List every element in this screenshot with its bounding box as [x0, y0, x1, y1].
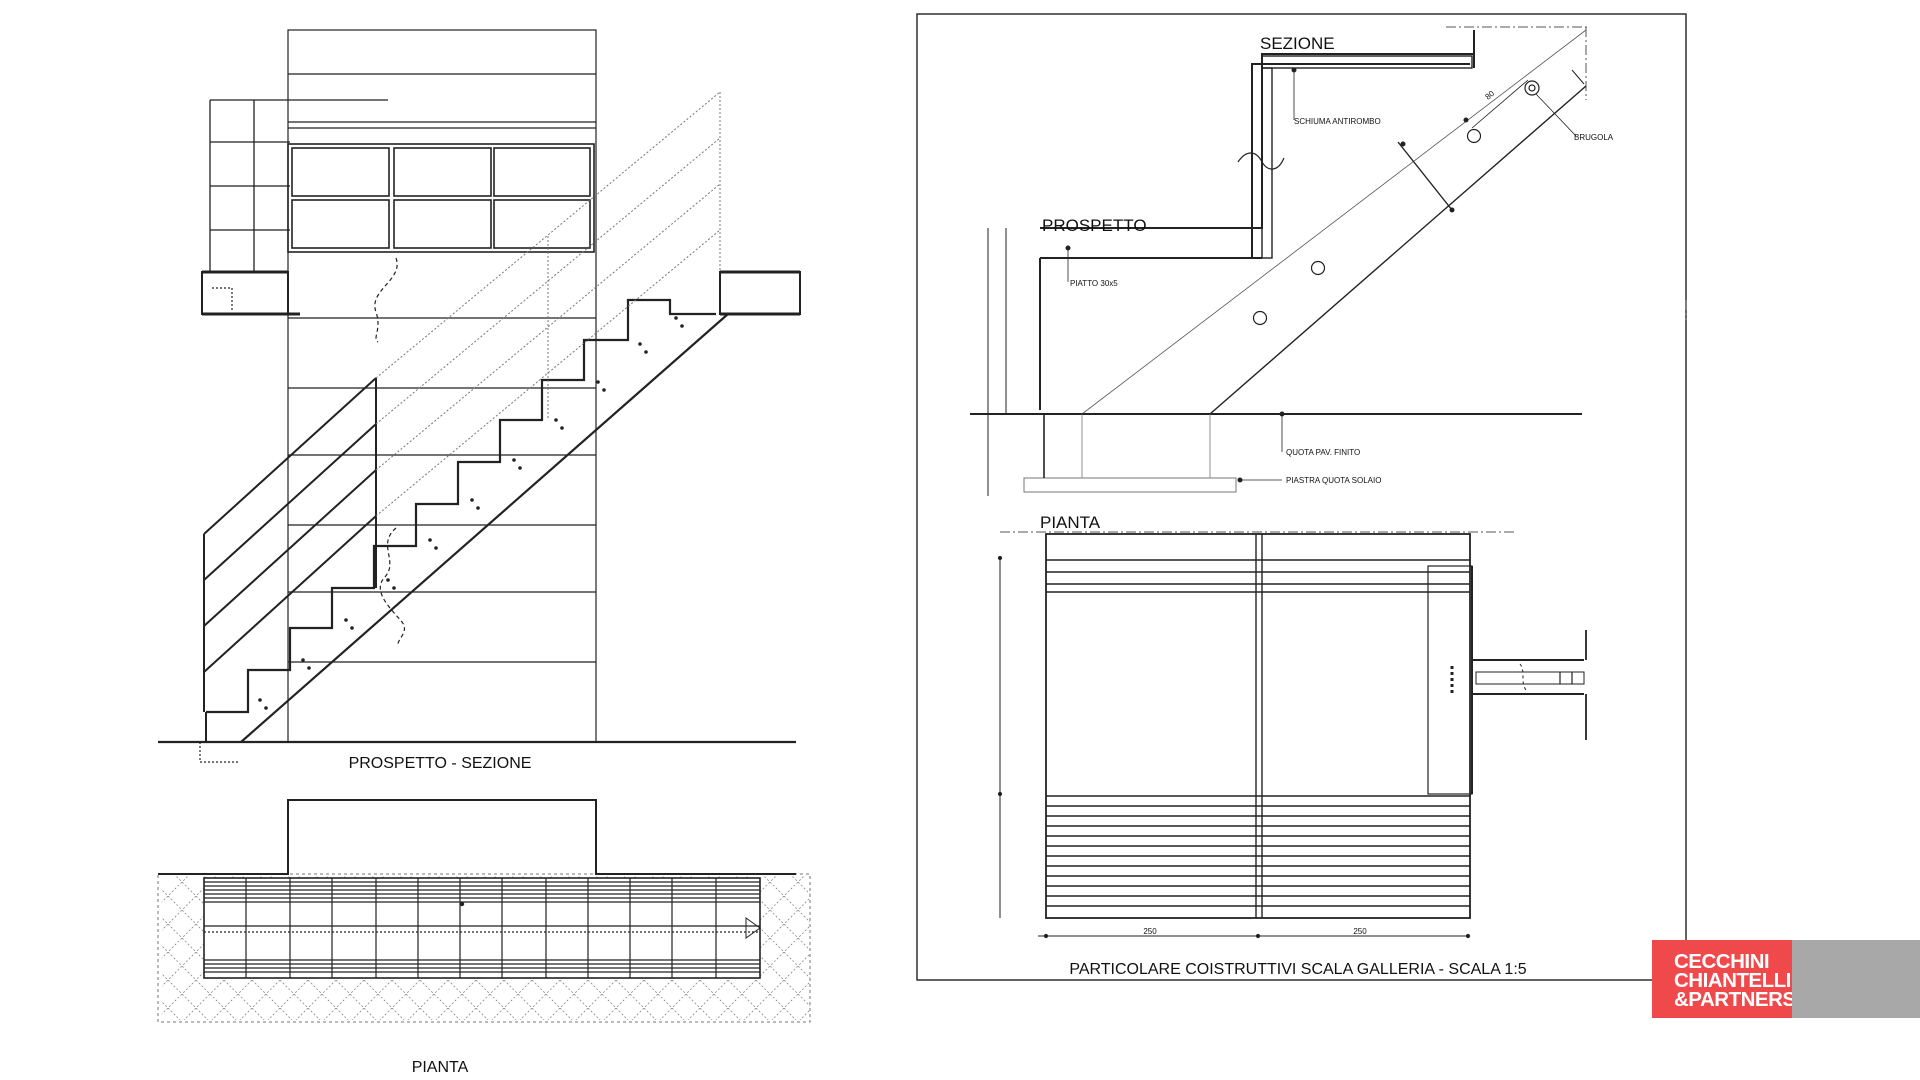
firm-logo: CECCHINI CHIANTELLI &PARTNERS: [1652, 940, 1796, 1018]
left-elevation-section: [158, 29, 801, 763]
label-piastra-quota-solaio: PIASTRA QUOTA SOLAIO: [1286, 476, 1381, 485]
right-detail-sheet: [916, 13, 1687, 981]
detail-caption: PARTICOLARE COISTRUTTIVI SCALA GALLERIA …: [1069, 961, 1526, 978]
left-plan: [157, 799, 811, 1023]
label-quota-pav-finito: QUOTA PAV. FINITO: [1286, 448, 1360, 457]
left-plan-title: PIANTA: [412, 1059, 469, 1076]
logo-line-2: CHIANTELLI: [1674, 969, 1791, 992]
label-piatto: PIATTO 30x5: [1070, 279, 1118, 288]
section-title: SEZIONE: [1260, 34, 1335, 53]
label-schiuma-antirombo: SCHIUMA ANTIROMBO: [1294, 117, 1381, 126]
logo-grey-block: [1792, 940, 1920, 1018]
dimension-250-left: 250: [1143, 927, 1157, 936]
label-brugola: BRUGOLA: [1574, 133, 1614, 142]
elevation-title-right: PROSPETTO: [1042, 216, 1147, 235]
dimension-250-right: 250: [1353, 927, 1367, 936]
left-elevation-title: PROSPETTO - SEZIONE: [349, 755, 532, 772]
plan-title-right: PIANTA: [1040, 513, 1101, 532]
logo-line-1: CECCHINI: [1674, 950, 1770, 973]
logo-line-3: &PARTNERS: [1674, 988, 1796, 1011]
